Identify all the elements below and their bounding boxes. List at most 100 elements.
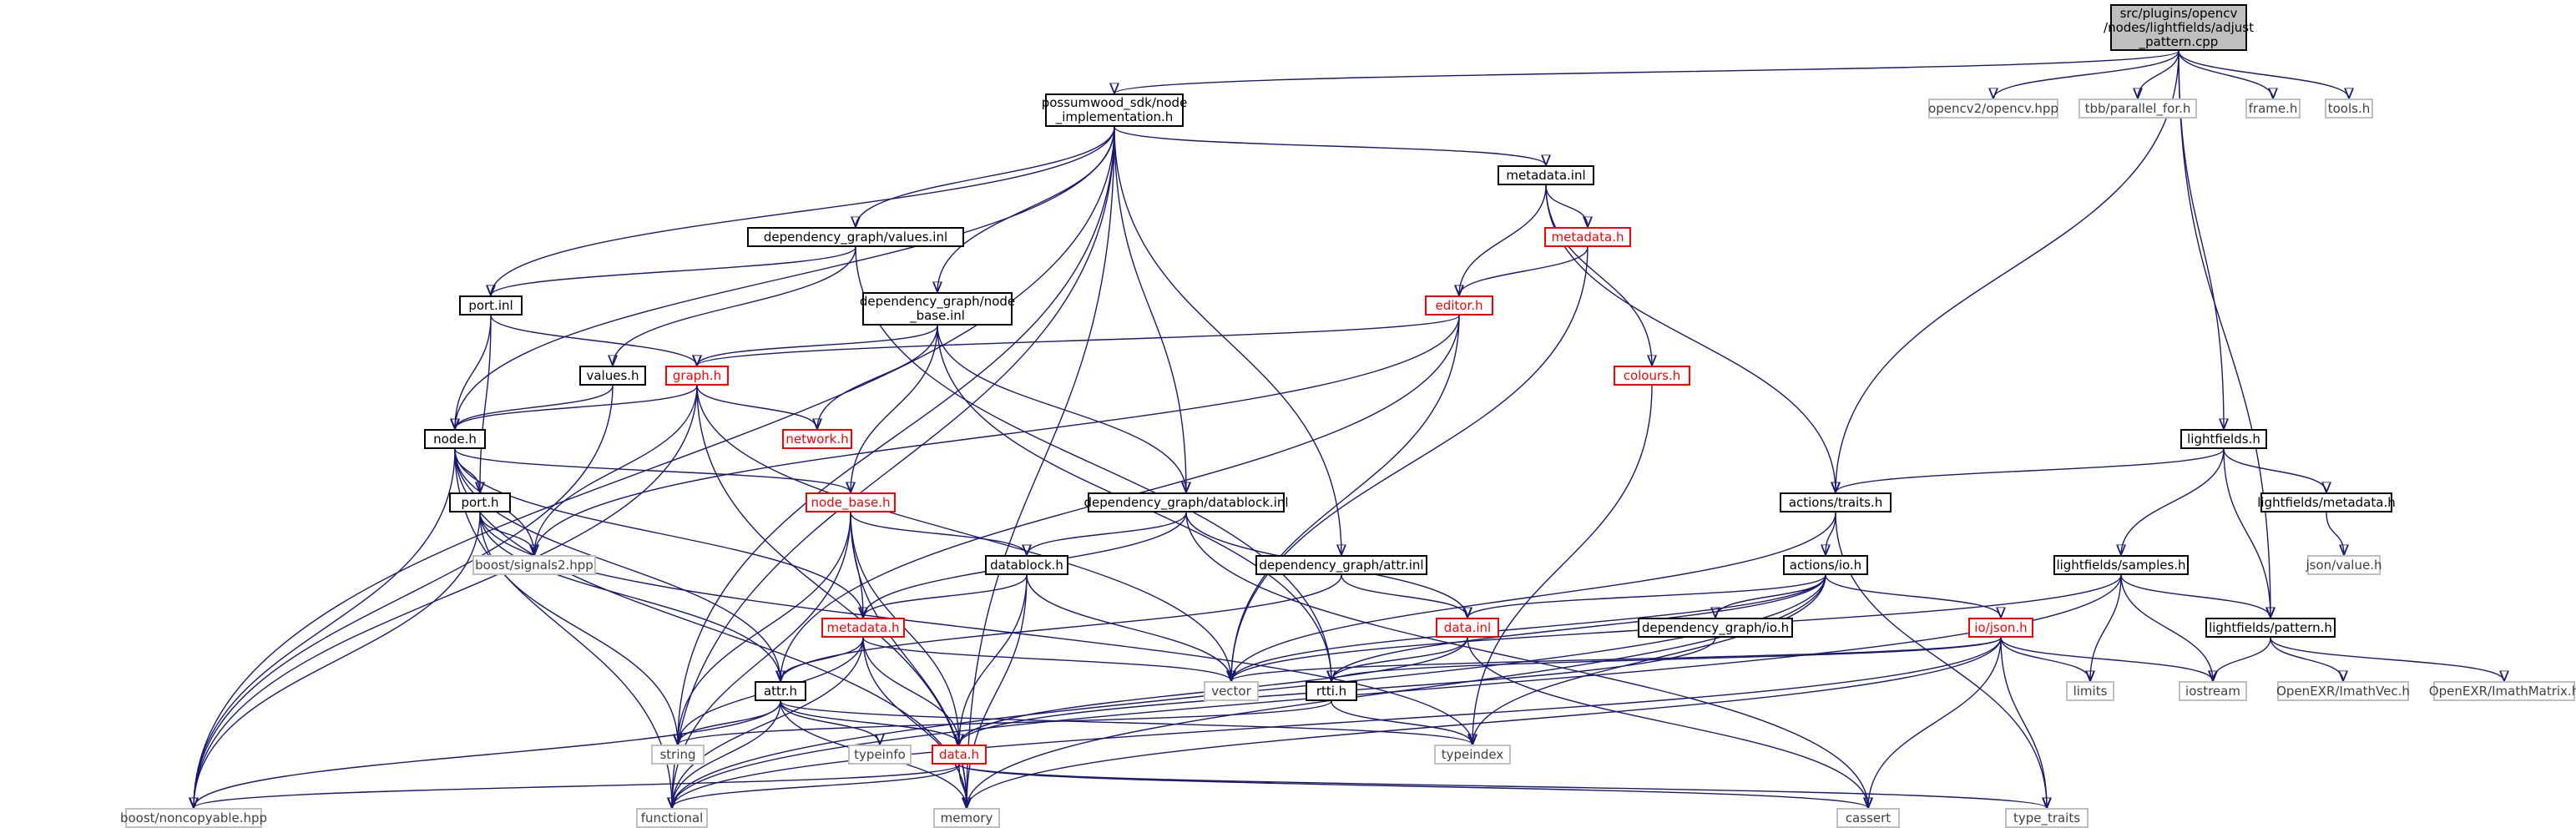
edge-rttih-to-typeindex [1331, 700, 1472, 745]
edge-datablockh-to-datah [959, 574, 1028, 745]
node-colours[interactable]: colours.h [1614, 366, 1690, 386]
node-dgattrinl[interactable]: dependency_graph/attr.inl [1255, 555, 1427, 575]
node-metainl[interactable]: metadata.inl [1498, 165, 1594, 185]
edge-editor-to-signals [534, 315, 1460, 555]
edge-colours-to-typeindex [1472, 385, 1653, 745]
node-root[interactable]: src/plugins/opencv /nodes/lightfields/ad… [2104, 4, 2254, 51]
edge-noden-to-functional [454, 448, 672, 808]
edge-datah-to-memory [958, 764, 967, 808]
node-noden[interactable]: node.h [424, 429, 486, 449]
edge-dgnodebase-to-network [817, 325, 938, 429]
edge-datablockh-to-metadatah2 [863, 574, 1028, 618]
node-lfsamples[interactable]: lightfields/samples.h [2053, 555, 2189, 575]
node-imathmatrix: OpenEXR/ImathMatrix.h [2429, 681, 2576, 701]
edge-datah-to-noncopyable [194, 764, 960, 809]
node-vector: vector [1204, 681, 1259, 701]
edge-valuesh-to-noncopyable [194, 385, 614, 808]
edge-portinl-to-graphh [490, 315, 697, 366]
node-dgdatablock[interactable]: dependency_graph/datablock.inl [1083, 492, 1289, 512]
node-typeinfo: typeinfo [848, 745, 912, 765]
edge-dgattrinl-to-datainl [1341, 574, 1467, 618]
node-iostream: iostream [2179, 681, 2247, 701]
node-ocv: opencv2/opencv.hpp [1928, 98, 2058, 119]
edge-dgnodebase-to-graphh [697, 325, 938, 366]
edge-metadatah2-to-datah [862, 637, 959, 745]
node-lfmeta[interactable]: lightfields/metadata.h [2257, 492, 2396, 512]
edge-ni-to-portinl [491, 126, 1115, 295]
node-dgnodebase[interactable]: dependency_graph/node _base.inl [860, 292, 1015, 326]
node-datablockh[interactable]: datablock.h [985, 555, 1068, 575]
node-metadatah-red[interactable]: metadata.h [1544, 227, 1631, 247]
node-network[interactable]: network.h [782, 429, 852, 449]
edge-metadatah2-to-attrh [780, 637, 864, 682]
node-imathvec: OpenEXR/ImathVec.h [2276, 681, 2410, 701]
edge-portinl-to-noden [455, 315, 492, 429]
node-frame: frame.h [2245, 98, 2301, 119]
node-datah[interactable]: data.h [932, 745, 987, 765]
node-metadatah2[interactable]: metadata.h [821, 618, 905, 638]
node-dgio[interactable]: dependency_graph/io.h [1638, 618, 1793, 638]
edge-lfsamples-to-lfpattern [2120, 574, 2270, 618]
node-datainl[interactable]: data.inl [1436, 618, 1499, 638]
node-memory: memory [933, 808, 1000, 828]
edge-root-to-lfpattern [2178, 50, 2270, 618]
node-rttih[interactable]: rtti.h [1306, 681, 1357, 701]
edge-metainl-to-metadatah-red [1545, 184, 1588, 228]
node-lightfieldsh[interactable]: lightfields.h [2180, 429, 2267, 449]
edge-lfmeta-to-jsonvalue [2326, 512, 2344, 555]
node-traits[interactable]: actions/traits.h [1780, 492, 1892, 512]
edge-attrh-to-functional [672, 700, 781, 808]
node-dgvalues[interactable]: dependency_graph/values.inl [747, 227, 964, 247]
edge-datainl-to-cassert [1467, 637, 1868, 808]
edge-ni-to-noden [455, 126, 1115, 429]
edge-dgnodebase-to-dgdatablock [937, 325, 1186, 492]
edge-lfpattern-to-imathvec [2270, 637, 2343, 682]
edge-root-to-ocv [1993, 50, 2179, 99]
edge-ni-to-dgvalues [856, 126, 1115, 227]
edge-editor-to-vector [1231, 315, 1460, 681]
edge-porth-to-string [479, 512, 678, 745]
edge-attrh-to-typeinfo [780, 700, 880, 745]
node-typetraits: type_traits [2005, 808, 2089, 828]
edge-dgnodebase-to-nodebase [851, 325, 938, 492]
edge-graphh-to-vector [696, 385, 1231, 681]
edge-porth-to-typeindex [479, 512, 1472, 745]
node-valuesh[interactable]: values.h [579, 366, 646, 386]
edge-attrh-to-noncopyable [194, 700, 781, 808]
edge-porth-to-noncopyable [194, 512, 481, 808]
node-nodebase[interactable]: node_base.h [806, 492, 896, 512]
edge-ni-to-metainl [1114, 126, 1546, 166]
edge-noden-to-nodebase [454, 448, 851, 493]
edge-metadatah-red-to-editor [1459, 246, 1589, 296]
edge-lightfieldsh-to-lfpattern [2223, 448, 2270, 618]
node-functional: functional [636, 808, 708, 828]
node-attrh[interactable]: attr.h [755, 681, 806, 701]
edge-dgdatablock-to-cassert [1185, 512, 1868, 808]
edge-metainl-to-colours [1545, 184, 1652, 366]
edge-ni-to-functional [672, 126, 1115, 808]
node-tools: tools.h [2325, 98, 2373, 119]
edge-datablockh-to-memory [967, 574, 1028, 808]
node-editor[interactable]: editor.h [1425, 295, 1493, 316]
node-actionsio[interactable]: actions/io.h [1783, 555, 1868, 575]
edge-lfsamples-to-iostream [2120, 574, 2213, 681]
edge-graphh-to-signals [534, 385, 698, 555]
edge-dgvalues-to-portinl [491, 246, 856, 296]
node-graphh[interactable]: graph.h [665, 366, 729, 386]
node-porth[interactable]: port.h [449, 492, 511, 512]
edge-lfsamples-to-functional [672, 574, 2122, 808]
node-iojson[interactable]: io/json.h [1968, 618, 2033, 638]
edge-nodebase-to-datah [850, 512, 959, 745]
node-lfpattern[interactable]: lightfields/pattern.h [2205, 618, 2336, 638]
node-portinl[interactable]: port.inl [459, 295, 523, 316]
edge-ni-to-dgdatablock [1114, 126, 1186, 492]
edge-datah-to-functional [672, 764, 960, 809]
edge-iojson-to-functional [672, 637, 2002, 808]
edge-root-to-tools [2178, 50, 2349, 99]
node-ni[interactable]: possumwood_sdk/node _implementation.h [1042, 93, 1187, 127]
edge-dgdatablock-to-datablockh [1027, 512, 1187, 556]
edge-root-to-traits [1836, 50, 2179, 492]
edge-iojson-to-cassert [1868, 637, 2002, 808]
edge-graphh-to-noncopyable [194, 385, 698, 808]
